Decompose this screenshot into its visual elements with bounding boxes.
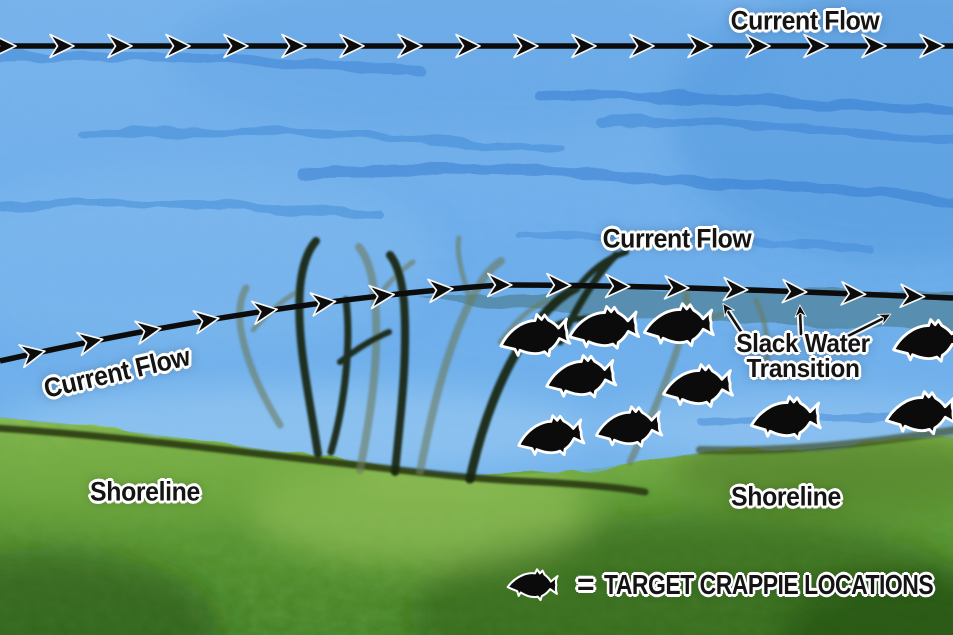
current-flow-line-top: [0, 33, 953, 59]
crappie-fish-icon: [506, 568, 559, 602]
slack-water-pointer-arrows: [717, 299, 894, 341]
slack-water-transition-label: Slack Water Transition: [736, 328, 870, 383]
shoreline-label-right: Shoreline: [731, 481, 841, 512]
current-flow-label-top: Current Flow: [730, 5, 880, 36]
legend-label: TARGET CRAPPIE LOCATIONS: [603, 569, 934, 600]
laydown-trunk: [0, 424, 649, 496]
current-flow-line-middle: [0, 272, 953, 369]
current-flow-label-middle: Current Flow: [602, 223, 752, 254]
water-current-streaks: [0, 51, 953, 424]
legend: = TARGET CRAPPIE LOCATIONS: [498, 560, 953, 610]
legend-equals: =: [577, 568, 595, 601]
shoreline-label-left: Shoreline: [90, 476, 200, 507]
